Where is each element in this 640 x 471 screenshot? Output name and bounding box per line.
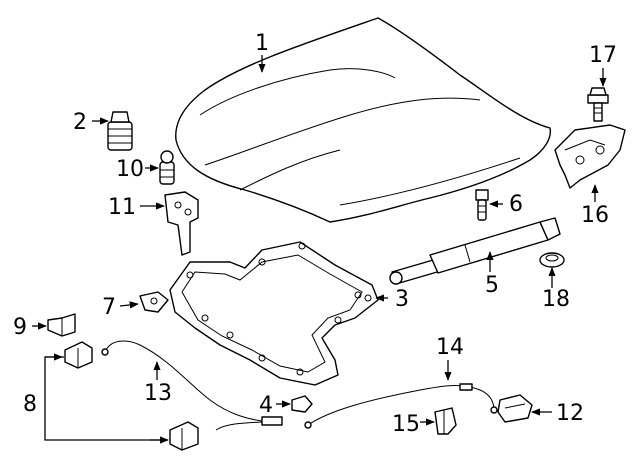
cable-clip	[291, 395, 313, 413]
callout-6: 6	[509, 192, 523, 217]
clip	[434, 407, 457, 435]
callout-16: 16	[581, 203, 609, 228]
lift-support	[389, 217, 561, 285]
hood-insulator	[169, 241, 379, 386]
release-handle	[139, 291, 169, 313]
callout-11: 11	[108, 195, 136, 220]
callout-4: 4	[259, 393, 273, 418]
hinge-bracket	[554, 124, 626, 189]
hood-panel	[175, 17, 552, 223]
callout-8: 8	[23, 392, 37, 417]
callout-13: 13	[144, 381, 172, 406]
callout-14: 14	[436, 335, 464, 360]
release-lever	[497, 394, 533, 423]
hood-latch-upper	[64, 341, 93, 369]
callout-12: 12	[556, 401, 584, 426]
callout-5: 5	[485, 273, 499, 298]
strut-bolt	[475, 189, 489, 221]
hood-latch-lower	[169, 421, 199, 451]
latch-bracket	[47, 313, 76, 337]
release-cable-13	[101, 340, 283, 431]
callout-9: 9	[13, 315, 27, 340]
adjuster	[159, 150, 175, 185]
hinge	[164, 191, 199, 256]
callout-7: 7	[102, 295, 116, 320]
callout-2: 2	[73, 110, 87, 135]
callout-18: 18	[542, 287, 570, 312]
callout-10: 10	[116, 157, 144, 182]
callout-1: 1	[255, 31, 269, 56]
top-bolt	[587, 87, 609, 122]
callout-17: 17	[589, 43, 617, 68]
bumper-stop	[107, 111, 133, 151]
nut	[539, 252, 565, 268]
callout-15: 15	[392, 412, 420, 437]
callout-3: 3	[395, 287, 409, 312]
release-cable-14	[304, 383, 498, 429]
leader-lines	[32, 55, 607, 444]
